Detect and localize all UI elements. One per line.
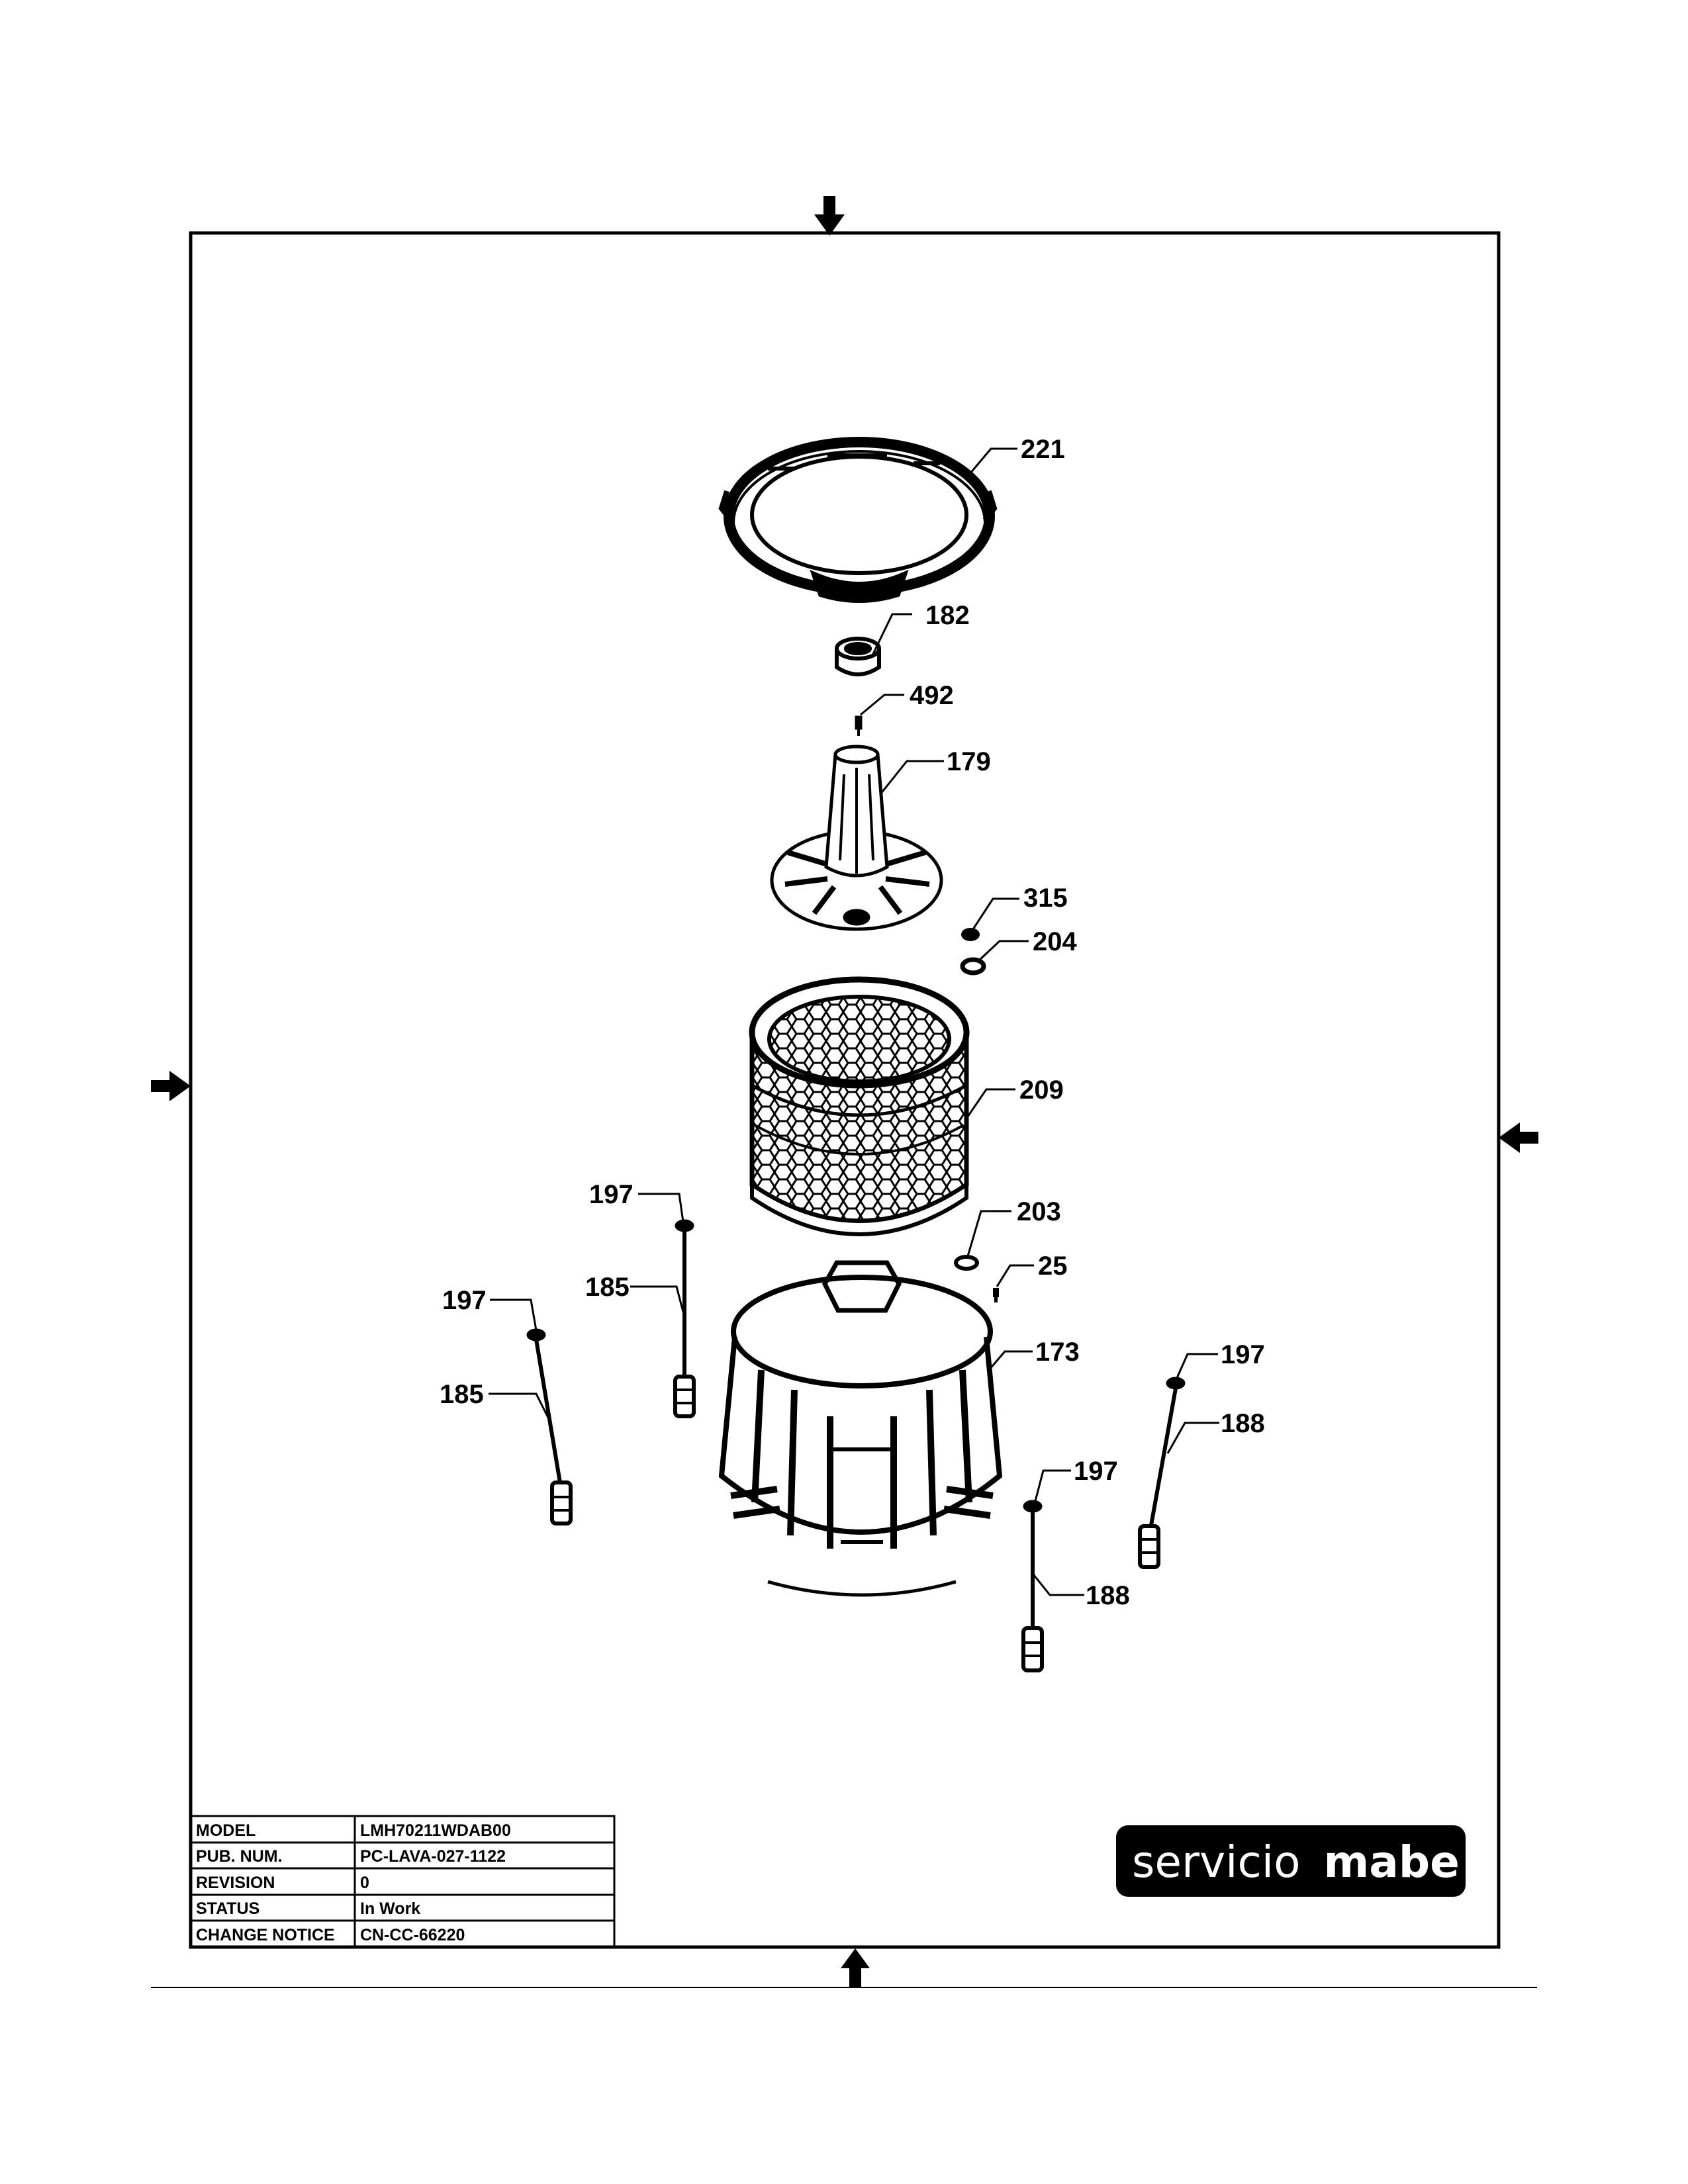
callout-185a: 185 — [585, 1273, 630, 1302]
arrow-bottom-icon — [841, 1948, 870, 1987]
callout-173: 173 — [1035, 1338, 1080, 1367]
callout-188a: 188 — [1086, 1581, 1130, 1610]
leader-185b — [489, 1392, 552, 1424]
tb-value-change-notice: CN-CC-66220 — [360, 1926, 465, 1944]
leader-209 — [965, 1088, 1015, 1119]
tb-key-status: STATUS — [196, 1899, 259, 1918]
leader-25 — [996, 1264, 1034, 1287]
rod-a-drawing — [673, 1219, 696, 1418]
basket-209-drawing — [749, 976, 970, 1236]
leader-197d — [1176, 1353, 1218, 1379]
leader-173 — [988, 1350, 1033, 1371]
leader-221 — [968, 447, 1017, 475]
callout-492: 492 — [910, 681, 954, 710]
leader-188b — [1166, 1422, 1219, 1454]
tb-value-model: LMH70211WDAB00 — [360, 1821, 511, 1840]
logo-word-servicio: servicio — [1132, 1837, 1301, 1888]
leader-185a — [630, 1285, 686, 1318]
svg-text:servicio mabe: servicio mabe — [1132, 1837, 1460, 1888]
tb-key-change-notice: CHANGE NOTICE — [196, 1926, 335, 1944]
title-block: MODEL LMH70211WDAB00 PUB. NUM. PC-LAVA-0… — [189, 1815, 616, 1948]
callout-197d: 197 — [1221, 1340, 1265, 1369]
leader-197c — [1034, 1469, 1071, 1502]
washer-315-drawing — [961, 928, 980, 941]
tub-173-drawing — [718, 1260, 1003, 1597]
tb-value-pub-num: PC-LAVA-027-1122 — [360, 1847, 506, 1866]
impeller-179-drawing — [770, 745, 943, 931]
tb-value-revision: 0 — [360, 1874, 369, 1892]
callout-204: 204 — [1033, 927, 1077, 956]
callout-188b: 188 — [1221, 1409, 1265, 1438]
leader-203 — [966, 1210, 1011, 1257]
callout-209: 209 — [1019, 1075, 1064, 1105]
callout-315: 315 — [1023, 884, 1068, 913]
leader-197b — [490, 1298, 538, 1331]
screw-25-drawing — [993, 1288, 999, 1302]
tb-value-status: In Work — [360, 1899, 420, 1918]
washer-204-drawing — [960, 957, 986, 976]
callout-179: 179 — [947, 747, 991, 776]
tb-key-pub-num: PUB. NUM. — [196, 1847, 283, 1866]
rod-b-drawing — [526, 1328, 573, 1525]
tb-key-revision: REVISION — [196, 1874, 275, 1892]
callout-203: 203 — [1017, 1197, 1061, 1226]
rod-c-drawing — [1021, 1500, 1044, 1672]
screw-492-drawing — [855, 715, 863, 736]
leader-315 — [972, 897, 1019, 930]
leader-197a — [638, 1193, 684, 1222]
arrow-right-icon — [1499, 1122, 1538, 1153]
callout-221: 221 — [1021, 435, 1065, 464]
leader-188a — [1033, 1574, 1084, 1596]
drawing-border — [189, 231, 1501, 1949]
leader-492 — [860, 694, 904, 716]
callout-182: 182 — [925, 601, 970, 630]
leader-179 — [879, 760, 944, 795]
callout-197a: 197 — [589, 1180, 633, 1209]
seal-203-drawing — [954, 1255, 979, 1271]
callout-185b: 185 — [440, 1380, 484, 1409]
callout-197c: 197 — [1074, 1457, 1118, 1486]
tb-key-model: MODEL — [196, 1821, 256, 1840]
callout-197b: 197 — [442, 1286, 487, 1315]
cap-182-drawing — [835, 637, 881, 676]
servicio-mabe-logo: servicio mabe — [1116, 1825, 1466, 1897]
arrow-left-icon — [151, 1071, 191, 1101]
leader-204 — [977, 940, 1029, 962]
arrow-top-icon — [814, 196, 845, 236]
ring-221-drawing — [718, 437, 998, 603]
leader-182 — [871, 613, 912, 656]
rod-d-drawing — [1138, 1377, 1186, 1569]
callout-25: 25 — [1038, 1251, 1068, 1281]
logo-word-mabe: mabe — [1324, 1837, 1460, 1888]
